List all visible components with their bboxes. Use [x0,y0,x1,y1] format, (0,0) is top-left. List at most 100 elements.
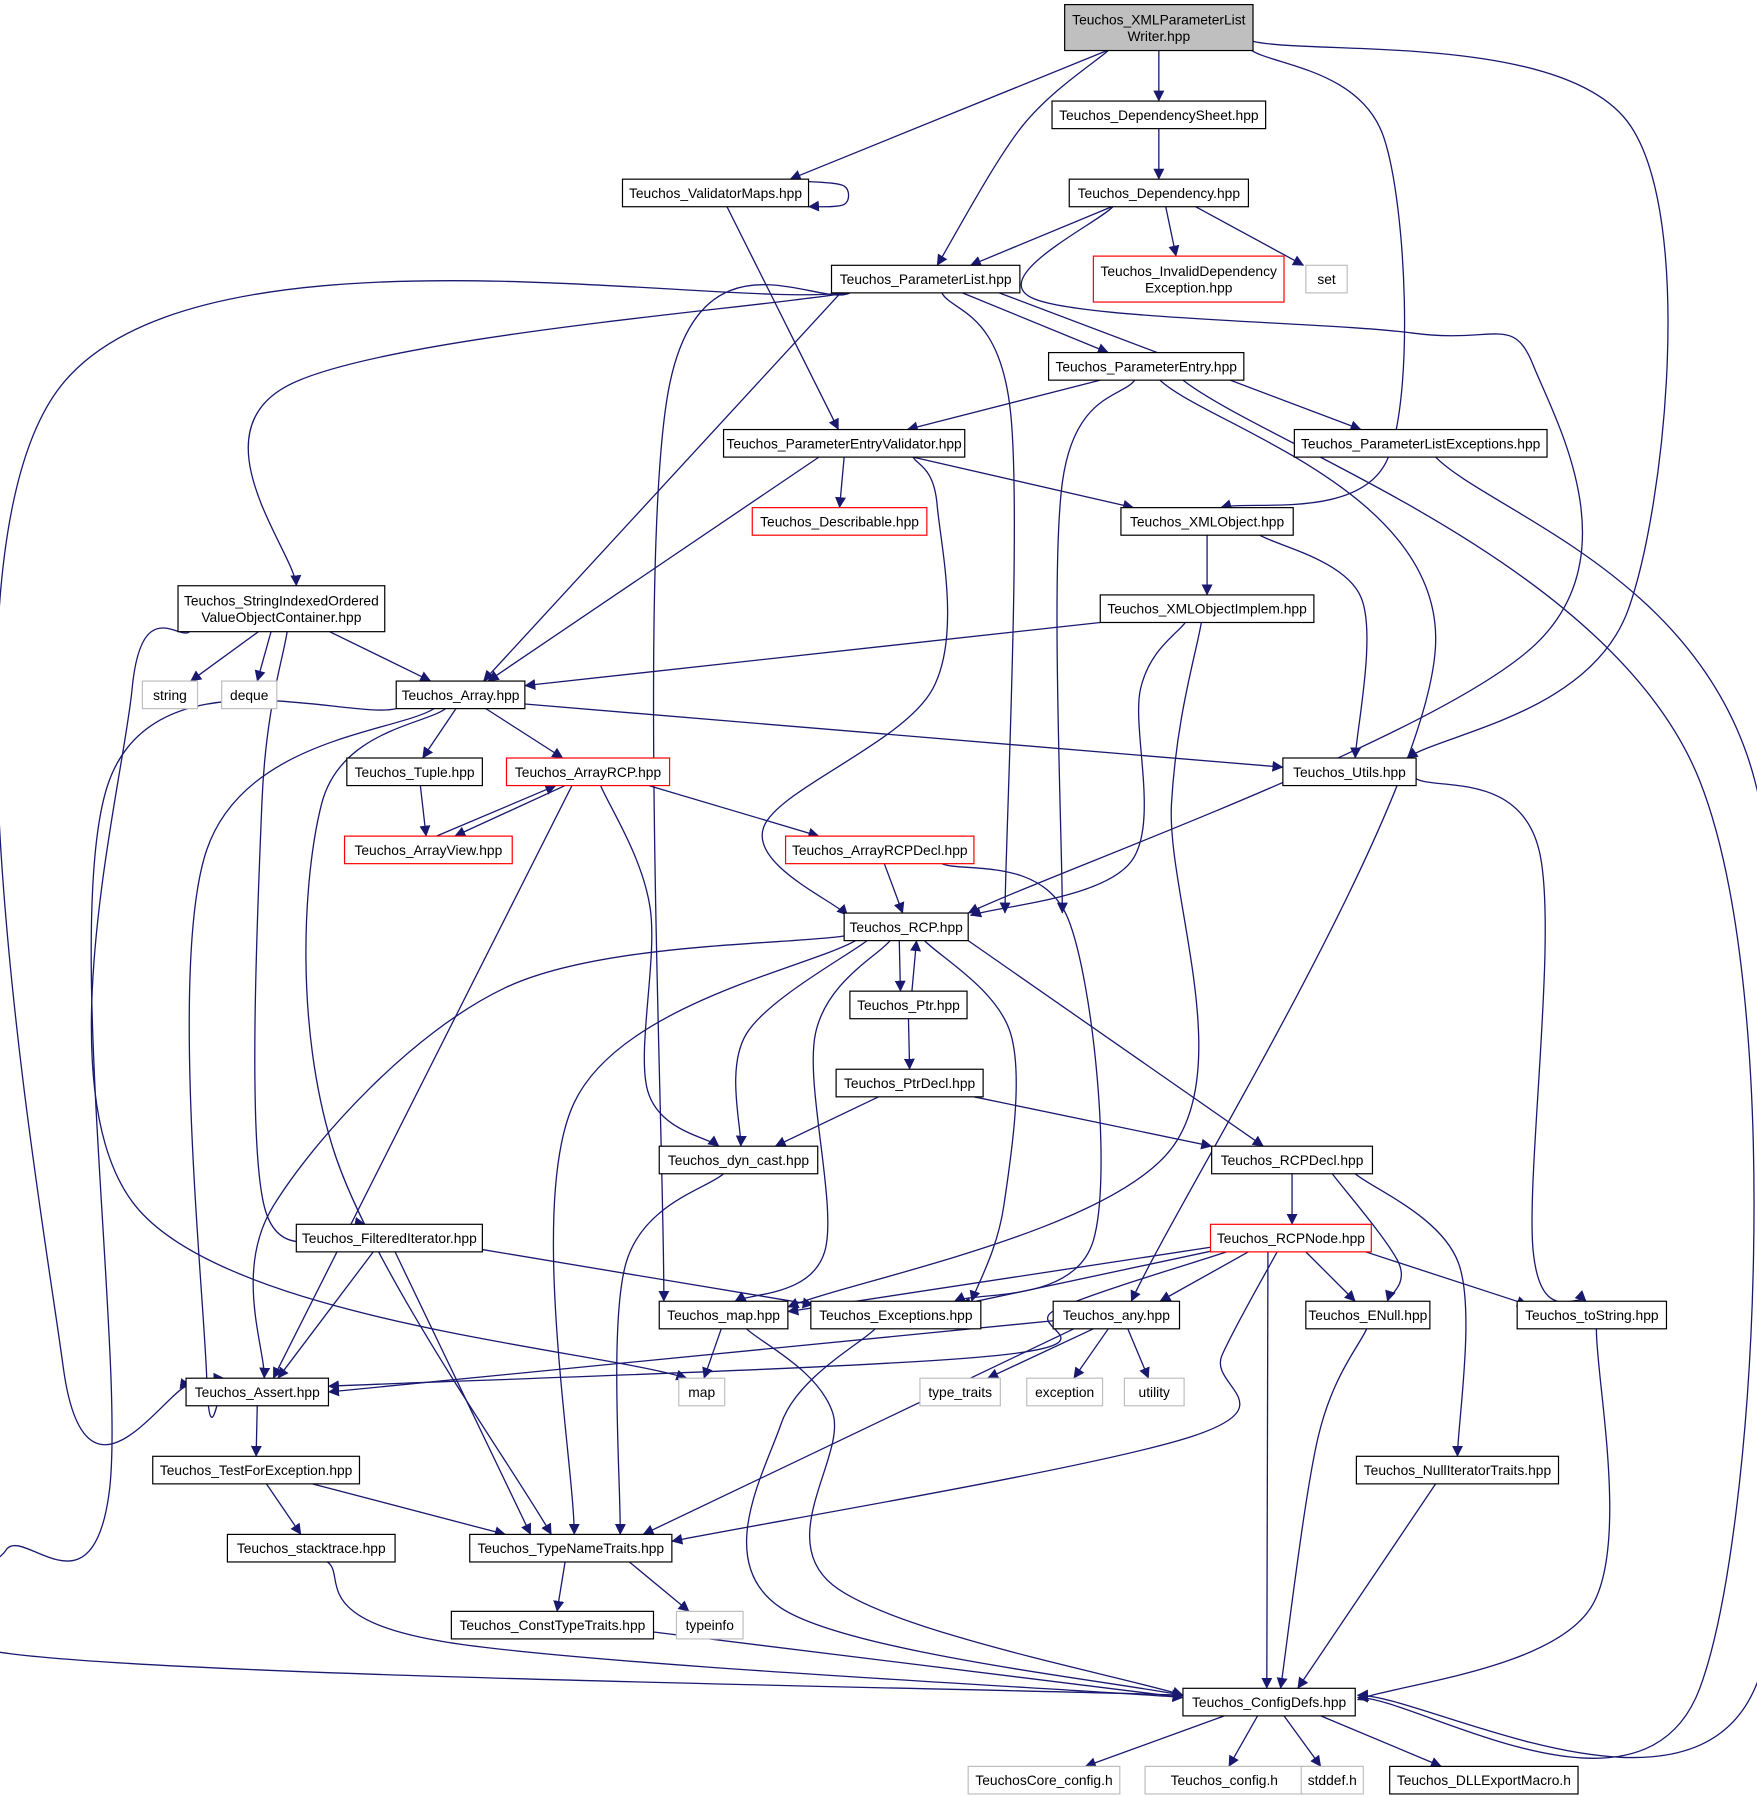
node-box [919,1377,1001,1407]
edge-paramentry-to-pev [906,379,1101,433]
edge-rcp-to-assert [252,935,845,1379]
node-testforexc[interactable]: Teuchos_TestForException.hpp [152,1455,361,1485]
node-label: Teuchos_ArrayView.hpp [354,843,502,858]
node-label: type_traits [928,1385,992,1400]
node-box [1305,1300,1431,1330]
edge-typename-to-consttype [553,1561,566,1612]
node-box [395,680,526,710]
node-configdefs[interactable]: Teuchos_ConfigDefs.hpp [1182,1687,1356,1717]
edge-writer-to-paramlist [936,50,1109,266]
node-xmlobject[interactable]: Teuchos_XMLObject.hpp [1120,507,1294,536]
node-nulliter[interactable]: Teuchos_NullIteratorTraits.hpp [1355,1455,1560,1485]
node-dllexport[interactable]: Teuchos_DLLExportMacro.h [1389,1765,1579,1795]
edge-array-to-arrayrcp [485,708,564,759]
node-arrayview[interactable]: Teuchos_ArrayView.hpp [343,835,513,865]
edge-rcp-to-rcpdecl [967,940,1264,1147]
edge-utils-to-tostring [1415,778,1587,1303]
edge-tostring-to-configdefs [1357,1328,1611,1702]
node-tostring[interactable]: Teuchos_toString.hpp [1516,1300,1668,1330]
node-pev[interactable]: Teuchos_ParameterEntryValidator.hpp [722,428,966,458]
node-label: Writer.hpp [1128,29,1191,44]
node-layer: Teuchos_XMLParameterListWriter.hppTeucho… [141,3,1668,1795]
node-box [849,990,968,1020]
node-ptr[interactable]: Teuchos_Ptr.hpp [849,990,968,1020]
node-describable[interactable]: Teuchos_Describable.hpp [751,507,928,536]
node-box [658,1300,789,1330]
node-stacktrace[interactable]: Teuchos_stacktrace.hpp [226,1533,396,1563]
node-array[interactable]: Teuchos_Array.hpp [395,680,526,710]
edge-paramlist-to-rcp [941,292,1016,914]
node-label: ValueObjectContainer.hpp [201,610,361,625]
edge-arrayrcp-to-dyncast [600,785,720,1147]
edge-arrayrcpdecl-to-rcp [883,863,905,914]
edge-array-to-configdefs [0,699,1184,1701]
edge-array-to-assert [188,708,435,1418]
node-valmaps[interactable]: Teuchos_ValidatorMaps.hpp [621,178,810,208]
edge-xmlobject-to-utils [1259,534,1368,759]
node-arrayrcp[interactable]: Teuchos_ArrayRCP.hpp [505,757,671,787]
node-box [177,585,386,633]
node-label: Teuchos_toString.hpp [1525,1308,1659,1323]
edge-any-to-exception [1073,1328,1109,1379]
edge-ptr-to-ptrdecl [903,1018,915,1070]
node-rcpdecl[interactable]: Teuchos_RCPDecl.hpp [1211,1145,1374,1175]
node-box [1068,178,1250,208]
node-label: Teuchos_RCPDecl.hpp [1221,1153,1364,1168]
edge-enull-to-configdefs [1276,1328,1368,1689]
edge-rcpnode-to-enull [1305,1251,1356,1302]
node-rcpnode[interactable]: Teuchos_RCPNode.hpp [1209,1223,1372,1253]
edge-sioc-to-filtered [254,631,366,1243]
edge-testforexc-to-typename [312,1483,506,1538]
edge-assert-to-testforexc [250,1405,262,1457]
edge-rcp-to-exceptions [924,940,1017,1302]
node-label: Teuchos_ParameterEntryValidator.hpp [727,436,963,451]
edge-sioc-to-string [190,631,259,682]
node-any[interactable]: Teuchos_any.hpp [1052,1300,1181,1330]
node-sioc[interactable]: Teuchos_StringIndexedOrderedValueObjectC… [177,585,386,633]
node-tmap[interactable]: Teuchos_map.hpp [658,1300,789,1330]
node-rcp[interactable]: Teuchos_RCP.hpp [843,912,969,942]
node-map: map [678,1377,726,1407]
node-enull[interactable]: Teuchos_ENull.hpp [1305,1300,1431,1330]
node-arrayrcpdecl[interactable]: Teuchos_ArrayRCPDecl.hpp [784,835,975,865]
node-typename[interactable]: Teuchos_TypeNameTraits.hpp [469,1533,673,1563]
node-box [505,757,671,787]
node-label: Teuchos_dyn_cast.hpp [668,1153,809,1168]
edge-configdefs-to-dllexport [1320,1715,1442,1768]
edge-ptrdecl-to-dyncast [774,1096,879,1147]
edge-arrayrcp-to-assert [272,785,573,1379]
node-dependency[interactable]: Teuchos_Dependency.hpp [1068,178,1250,208]
node-depsheet[interactable]: Teuchos_DependencySheet.hpp [1051,100,1267,130]
node-box [1123,1377,1185,1407]
edge-pev-to-array [487,456,820,682]
node-box [295,1223,483,1253]
node-assert[interactable]: Teuchos_Assert.hpp [185,1377,330,1407]
edge-consttype-to-configdefs [653,1631,1184,1702]
edge-configdefs-to-coreconfig [1084,1715,1225,1768]
edge-xmlimpl-to-tmap [787,622,1202,1309]
node-paramlist[interactable]: Teuchos_ParameterList.hpp [830,264,1021,294]
node-exceptions[interactable]: Teuchos_Exceptions.hpp [810,1300,982,1330]
node-box [722,428,966,458]
node-label: Teuchos_Assert.hpp [195,1385,320,1400]
node-box [621,178,810,208]
node-label: typeinfo [686,1618,735,1633]
edge-array-to-tuple [422,708,457,759]
node-ptrdecl[interactable]: Teuchos_PtrDecl.hpp [835,1068,984,1098]
node-xmlimpl[interactable]: Teuchos_XMLObjectImplem.hpp [1099,594,1315,624]
node-label: exception [1035,1385,1094,1400]
node-paramentry[interactable]: Teuchos_ParameterEntry.hpp [1047,351,1245,381]
node-tuple[interactable]: Teuchos_Tuple.hpp [346,757,483,787]
edge-paramentry-to-rcp [1056,379,1136,914]
node-utils[interactable]: Teuchos_Utils.hpp [1282,757,1417,787]
edge-writer-to-xmlobject [1220,49,1406,511]
node-filtered[interactable]: Teuchos_FilteredIterator.hpp [295,1223,483,1253]
node-dyncast[interactable]: Teuchos_dyn_cast.hpp [658,1145,819,1175]
node-plexc[interactable]: Teuchos_ParameterListExceptions.hpp [1293,428,1548,458]
node-consttype[interactable]: Teuchos_ConstTypeTraits.hpp [450,1610,655,1640]
edge-pev-to-rcp [761,456,949,916]
edge-filtered-to-exceptions [482,1248,814,1309]
